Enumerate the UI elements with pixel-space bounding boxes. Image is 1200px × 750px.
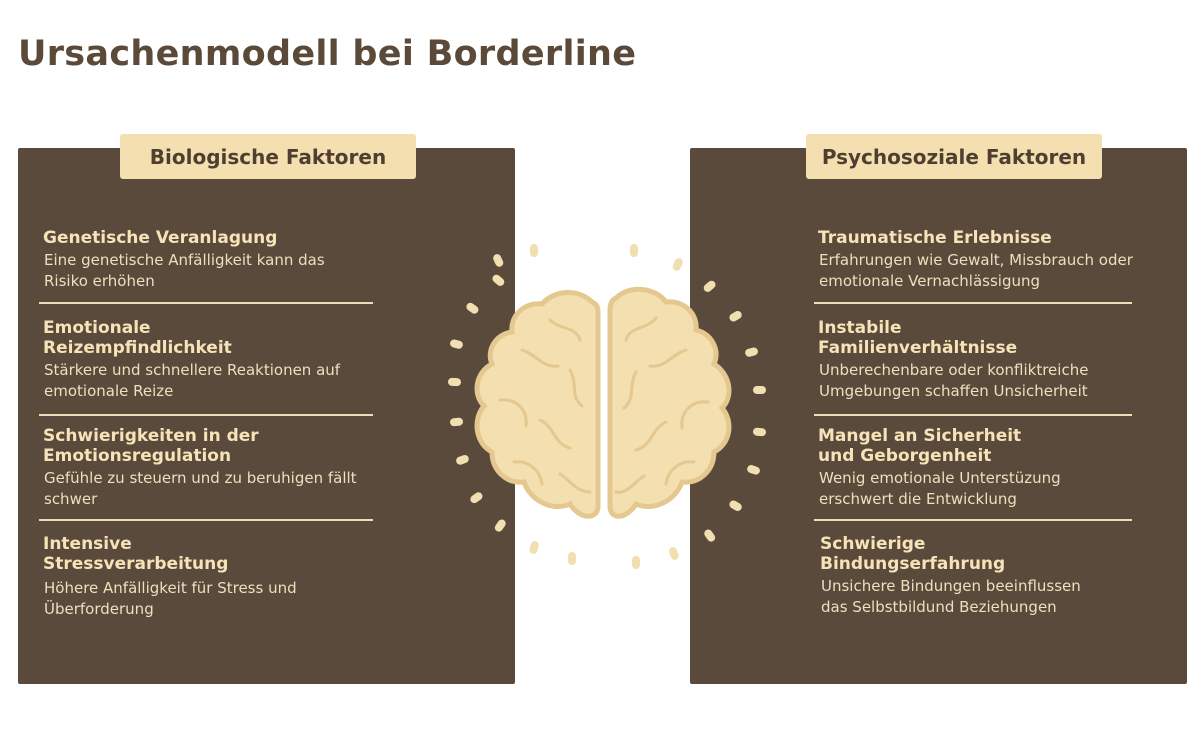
factor-lack-of-security: Mangel an Sicherheit und Geborgenheit We… — [814, 426, 1148, 510]
fold — [622, 370, 638, 410]
dot — [530, 244, 538, 257]
fold — [558, 472, 592, 494]
factor-description: Unberechenbare oder konfliktreiche Umgeb… — [819, 361, 1089, 400]
factor-title: Genetische Veranlagung — [43, 228, 278, 248]
factor-title: Schwierige Bindungserfahrung — [820, 534, 1006, 574]
fold — [512, 460, 544, 486]
factor-title: Instabile Familienverhältnisse — [818, 318, 1018, 358]
fold — [614, 474, 646, 494]
dot — [729, 311, 742, 322]
right-hemisphere — [607, 286, 732, 519]
factor-unstable-family: Instabile Familienverhältnisse Unbereche… — [814, 318, 1148, 402]
factor-description: Erfahrungen wie Gewalt, Missbrauch oder … — [819, 251, 1133, 290]
divider — [39, 414, 373, 416]
divider — [814, 414, 1132, 416]
fold — [548, 318, 582, 342]
psychosocial-factors-panel — [690, 148, 1187, 684]
factor-title: Intensive Stressverarbeitung — [43, 534, 229, 574]
brain-icon — [448, 244, 766, 569]
factor-emotional-sensitivity: Emotionale Reizempfindlichkeit Stärkere … — [39, 318, 373, 402]
biological-factors-panel — [18, 148, 515, 684]
factor-genetic-predisposition: Genetische Veranlagung Eine genetische A… — [39, 228, 373, 292]
dot — [568, 552, 576, 565]
dot — [448, 377, 461, 387]
dot — [747, 465, 760, 475]
dot — [470, 492, 483, 504]
psychosocial-factors-heading: Psychosoziale Faktoren — [806, 134, 1102, 179]
dot — [753, 386, 766, 394]
divider — [39, 302, 373, 304]
dot — [632, 556, 640, 569]
fold — [498, 398, 528, 428]
dot — [704, 529, 716, 542]
biological-factors-heading: Biologische Faktoren — [120, 134, 416, 179]
factor-title: Schwierigkeiten in der Emotionsregulatio… — [43, 426, 259, 466]
dot — [450, 417, 463, 427]
factor-emotion-regulation: Schwierigkeiten in der Emotionsregulatio… — [39, 426, 373, 510]
dot — [753, 427, 766, 437]
dot — [729, 500, 742, 511]
factor-attachment-experience: Schwierige Bindungserfahrung Unsichere B… — [816, 534, 1150, 618]
factor-description: Eine genetische Anfälligkeit kann das Ri… — [44, 251, 325, 290]
factor-title: Mangel an Sicherheit und Geborgenheit — [818, 426, 1022, 466]
fold — [520, 348, 560, 368]
fold — [624, 316, 658, 342]
dot — [492, 274, 505, 286]
dot — [493, 254, 504, 267]
factor-description: Höhere Anfälligkeit für Stress und Überf… — [44, 579, 297, 618]
dot — [466, 302, 479, 314]
factor-description: Stärkere und schnellere Reaktionen auf e… — [44, 361, 341, 400]
factor-description: Gefühle zu steuern und zu beruhigen fäll… — [44, 469, 357, 508]
dot — [494, 519, 506, 532]
dot — [745, 347, 758, 357]
fold — [538, 418, 572, 450]
dot — [672, 258, 683, 271]
fold — [568, 368, 584, 408]
left-hemisphere — [474, 290, 601, 519]
factor-title: Traumatische Erlebnisse — [818, 228, 1052, 248]
dot — [703, 280, 716, 292]
factor-stress-processing: Intensive Stressverarbeitung Höhere Anfä… — [39, 534, 373, 620]
page-title: Ursachenmodell bei Borderline — [18, 34, 637, 74]
dot — [668, 547, 679, 560]
factor-title: Emotionale Reizempfindlichkeit — [43, 318, 232, 358]
dot — [630, 244, 638, 257]
factor-traumatic-experiences: Traumatische Erlebnisse Erfahrungen wie … — [814, 228, 1148, 292]
factor-description: Wenig emotionale Unterstüzung erschwert … — [819, 469, 1061, 508]
dot — [450, 339, 463, 349]
dot — [529, 541, 539, 554]
fold — [664, 460, 696, 486]
fold — [680, 400, 710, 430]
dot — [456, 454, 469, 465]
divider — [39, 519, 373, 521]
fold — [634, 420, 668, 452]
divider — [814, 302, 1132, 304]
divider — [814, 519, 1132, 521]
fold — [648, 348, 688, 368]
factor-description: Unsichere Bindungen beeinflussen das Sel… — [821, 577, 1081, 616]
